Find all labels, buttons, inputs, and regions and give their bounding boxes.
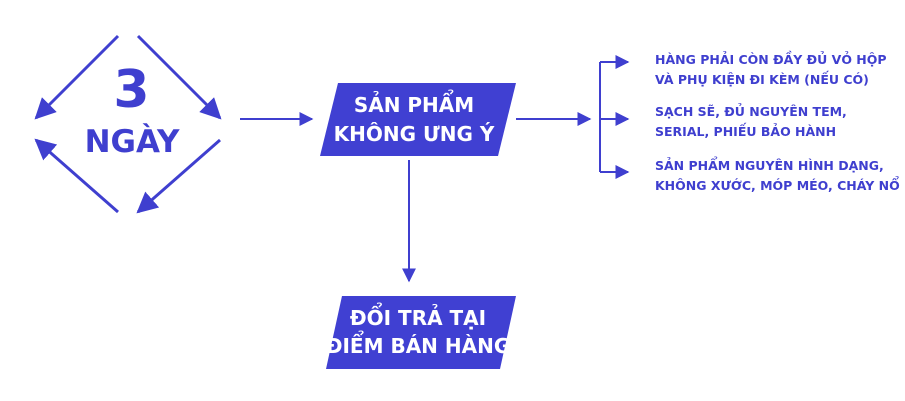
unsatisfied-box	[320, 83, 516, 156]
conditions-bracket	[599, 55, 630, 179]
return-label-line1: ĐỔI TRẢ TẠI	[349, 306, 487, 330]
diamond-edge-top-left	[34, 34, 120, 120]
condition-3-line2: KHÔNG XƯỚC, MÓP MÉO, CHÁY NỔ ...	[655, 178, 905, 193]
duration-unit: NGÀY	[84, 124, 180, 160]
unsatisfied-label-line2: KHÔNG ƯNG Ý	[333, 122, 495, 146]
return-label-line2: ĐIỂM BÁN HÀNG	[325, 334, 511, 358]
condition-2-line2: SERIAL, PHIẾU BẢO HÀNH	[655, 124, 837, 139]
duration-diamond-frame	[34, 34, 222, 214]
diamond-edge-bottom-left	[34, 138, 119, 214]
diamond-edge-top-right	[136, 34, 222, 120]
unsatisfied-label-line1: SẢN PHẨM	[353, 93, 475, 117]
return-box	[326, 296, 516, 369]
duration-number: 3	[113, 60, 151, 120]
condition-1-line1: HÀNG PHẢI CÒN ĐẦY ĐỦ VỎ HỘP	[655, 52, 887, 67]
condition-2-line1: SẠCH SẼ, ĐỦ NGUYÊN TEM,	[655, 104, 847, 119]
condition-3-line1: SẢN PHẨM NGUYÊN HÌNH DẠNG,	[655, 158, 884, 173]
diamond-edge-bottom-right	[136, 138, 221, 214]
condition-1-line2: VÀ PHỤ KIỆN ĐI KÈM (NẾU CÓ)	[655, 72, 869, 87]
